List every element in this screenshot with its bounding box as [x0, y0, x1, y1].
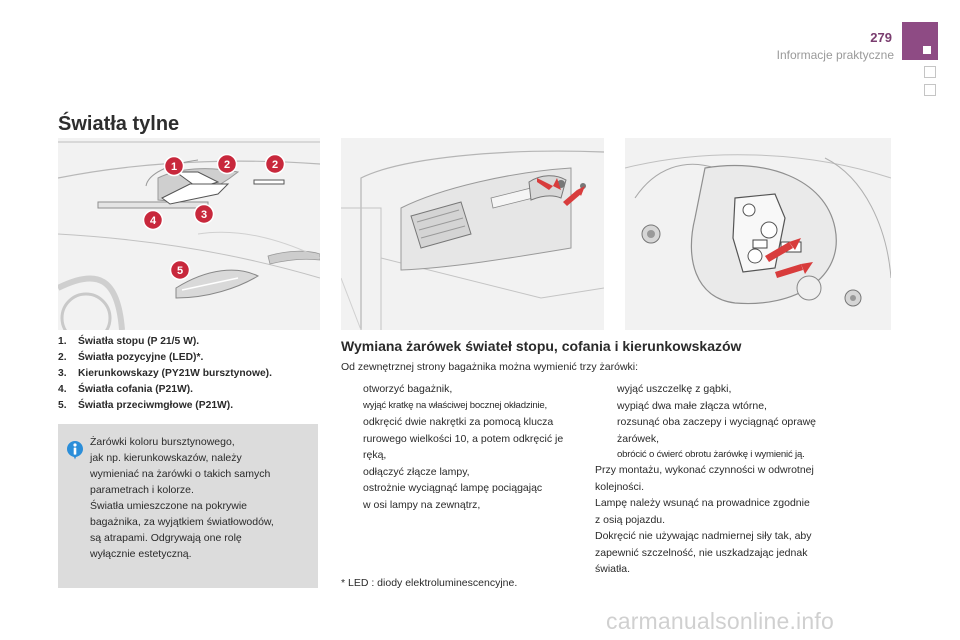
legend-item: 4.Światła cofania (P21W).: [58, 384, 194, 395]
step-item: wyjąć kratkę na właściwej bocznej okładz…: [363, 399, 548, 411]
legend-item: 2.Światła pozycyjne (LED)*.: [58, 352, 204, 363]
reassembly-paragraph: Przy montażu, wykonać czynności w odwrot…: [595, 464, 814, 575]
step-item: odłączyć złącze lampy,: [363, 465, 470, 478]
page-title: Światła tylne: [58, 113, 180, 135]
svg-text:1: 1: [171, 161, 177, 173]
steps-list-left: otworzyć bagażnik, wyjąć kratkę na właści…: [341, 381, 591, 513]
legend-item: 1.Światła stopu (P 21/5 W).: [58, 336, 200, 347]
svg-text:5: 5: [177, 265, 183, 277]
arrow-icon: [775, 262, 813, 278]
callout-1-icon: 1: [163, 155, 185, 177]
svg-text:2: 2: [272, 159, 278, 171]
svg-text:3: 3: [201, 209, 207, 221]
svg-text:2: 2: [224, 159, 230, 171]
chapter-tab-empty: [924, 84, 936, 96]
trunk-trim-illustration: [341, 138, 604, 330]
svg-text:4: 4: [150, 215, 157, 227]
callout-4-icon: 4: [142, 209, 164, 231]
section-name: Informacje praktyczne: [776, 48, 894, 62]
step-item: otworzyć bagażnik,: [363, 383, 453, 395]
tab-square-icon: [923, 46, 931, 54]
step-item: obrócić o ćwierć obrotu żarówkę i wymien…: [617, 449, 805, 460]
watermark: carmanualsonline.info: [606, 608, 834, 634]
page-number: 279: [870, 30, 892, 45]
chapter-tab: [902, 22, 938, 60]
info-icon: [67, 441, 83, 460]
footnote: * LED : diody elektroluminescencyjne.: [341, 577, 518, 589]
rear-lights-illustration: 1 2 2 3 4 5: [58, 138, 320, 330]
step-item: wypiąć dwa małe złącza wtórne,: [617, 399, 767, 412]
arrow-icon: [537, 178, 561, 190]
section-heading: Wymiana żarówek świateł stopu, cofania i…: [341, 338, 742, 354]
arrow-icon: [765, 238, 801, 262]
arrow-icon: [563, 186, 585, 206]
legend-item: 3.Kierunkowskazy (PY21W bursztynowe).: [58, 368, 272, 379]
step-item: wyjąć uszczelkę z gąbki,: [617, 383, 732, 395]
info-note: Żarówki koloru bursztynowego, jak np. ki…: [58, 424, 318, 588]
legend-item: 5.Światła przeciwmgłowe (P21W).: [58, 400, 234, 411]
callout-2-icon: 2: [216, 153, 238, 175]
steps-list-right: wyjąć uszczelkę z gąbki, wypiąć dwa małe …: [595, 381, 895, 464]
info-text: Żarówki koloru bursztynowego, jak np. ki…: [90, 436, 274, 560]
chapter-tab-empty: [924, 66, 936, 78]
section-intro: Od zewnętrznej strony bagażnika można wy…: [341, 361, 639, 373]
callout-3-icon: 3: [193, 203, 215, 225]
callout-5-icon: 5: [169, 259, 191, 281]
callout-2b-icon: 2: [264, 153, 286, 175]
lamp-holder-illustration: [625, 138, 891, 330]
bulb-legend: 1.Światła stopu (P 21/5 W). 2.Światła po…: [58, 334, 328, 414]
